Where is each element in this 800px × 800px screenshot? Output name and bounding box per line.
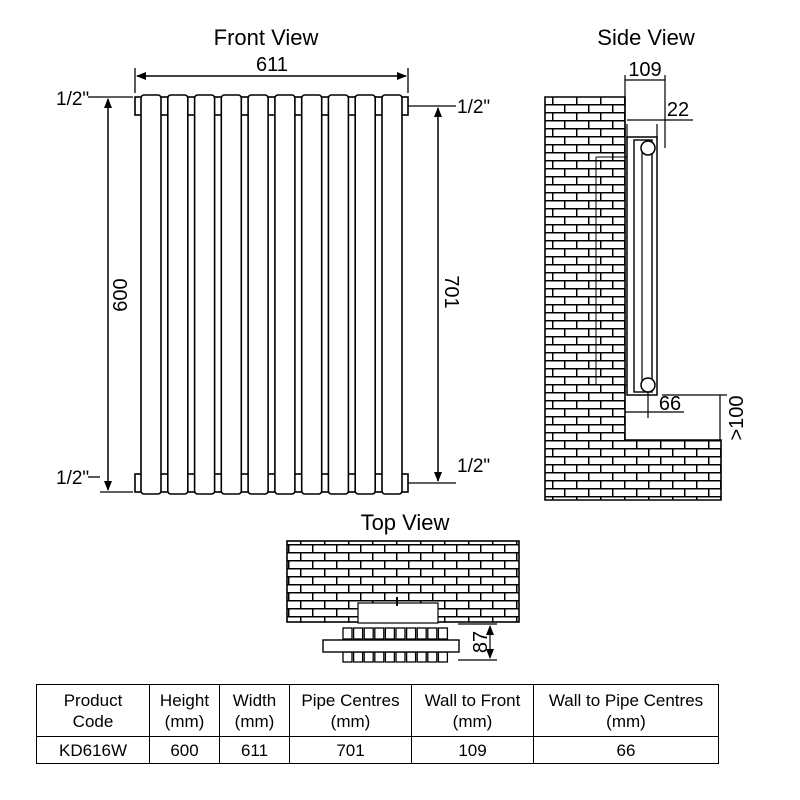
header-width: Width(mm): [219, 684, 290, 737]
radiator-column: [193, 94, 216, 495]
top-pipe-circle: [640, 140, 656, 156]
side-floor-clearance-dimension: >100: [662, 394, 748, 441]
radiator-section: [352, 651, 364, 663]
header-pipe-centres: Pipe Centres(mm): [289, 684, 412, 737]
radiator-section: [437, 651, 449, 663]
radiator-column: [274, 94, 296, 495]
radiator-section: [416, 651, 427, 663]
radiator-column: [247, 94, 269, 495]
top-radiator-sections: [342, 627, 449, 663]
radiator-column: [140, 94, 162, 495]
side-floor-clearance-label: >100: [726, 395, 748, 440]
radiator-section: [384, 651, 396, 663]
front-height-label: 600: [110, 278, 132, 311]
radiator-section: [395, 627, 406, 640]
side-view: Side View 109 22: [544, 25, 748, 501]
side-view-title: Side View: [597, 25, 695, 50]
radiator-section: [374, 651, 385, 663]
front-view: Front View 611 600 701 1/2": [56, 25, 490, 495]
side-wall-to-pipe-dimension: 66: [625, 392, 684, 418]
connection-top-left-label: 1/2": [56, 89, 89, 110]
top-brackets: [357, 597, 439, 624]
side-radiator-profile: [626, 136, 658, 396]
cell-product-code: KD616W: [36, 736, 150, 764]
front-view-title: Front View: [214, 25, 319, 50]
radiator-section: [405, 651, 417, 663]
radiator-column: [220, 94, 243, 495]
cell-wall-to-pipe-centres: 66: [533, 736, 719, 764]
radiator-section: [437, 627, 449, 640]
front-pipe-centres-label: 701: [440, 275, 462, 308]
top-view: Top View 87: [286, 510, 520, 663]
front-width-dimension: 611: [134, 54, 409, 93]
front-pipe-centres-dimension: 701: [408, 105, 462, 484]
radiator-section: [416, 627, 427, 640]
radiator-columns: [140, 94, 403, 495]
top-view-title: Top View: [361, 510, 450, 535]
header-wall-to-front: Wall to Front(mm): [411, 684, 534, 737]
radiator-column: [300, 94, 323, 495]
cell-wall-to-front: 109: [411, 736, 534, 764]
side-depth-label: 22: [667, 99, 689, 121]
radiator-column: [381, 94, 403, 495]
top-manifold-bar: [322, 639, 460, 653]
radiator-column: [327, 94, 350, 495]
top-depth-label: 87: [470, 631, 492, 653]
front-width-label: 611: [256, 54, 288, 76]
connection-top-right-label: 1/2": [457, 97, 490, 118]
radiator-section: [395, 651, 406, 663]
radiator-section: [342, 627, 353, 640]
cell-pipe-centres: 701: [289, 736, 412, 764]
side-wall-to-pipe-label: 66: [659, 393, 681, 415]
radiator-section: [342, 651, 353, 663]
side-depth-dimension: 22: [626, 99, 693, 140]
cell-width: 611: [219, 736, 290, 764]
top-depth-dimension: 87: [458, 623, 497, 661]
header-height: Height(mm): [149, 684, 220, 737]
radiator-section: [374, 627, 385, 640]
connection-bottom-right-label: 1/2": [457, 456, 490, 477]
front-height-dimension: 600: [100, 96, 133, 493]
cell-height: 600: [149, 736, 220, 764]
radiator-section: [427, 651, 438, 663]
radiator-section: [352, 627, 364, 640]
radiator-section: [363, 627, 374, 640]
radiator-section: [384, 627, 396, 640]
radiator-section: [427, 627, 438, 640]
technical-drawing: Front View 611 600 701 1/2": [56, 25, 748, 663]
side-wall-to-front-label: 109: [628, 59, 661, 81]
table-row: KD616W 600 611 701 109 66: [36, 736, 719, 764]
side-wall-to-front-dimension: 109: [624, 59, 666, 148]
radiator-section: [405, 627, 417, 640]
wall-bracket: [595, 156, 627, 386]
radiator-section: [363, 651, 374, 663]
radiator-column: [354, 94, 377, 495]
header-wall-to-pipe-centres: Wall to Pipe Centres(mm): [533, 684, 719, 737]
bottom-pipe-circle: [640, 377, 656, 393]
connection-bottom-left-label: 1/2": [56, 468, 89, 489]
radiator-column: [167, 94, 189, 495]
